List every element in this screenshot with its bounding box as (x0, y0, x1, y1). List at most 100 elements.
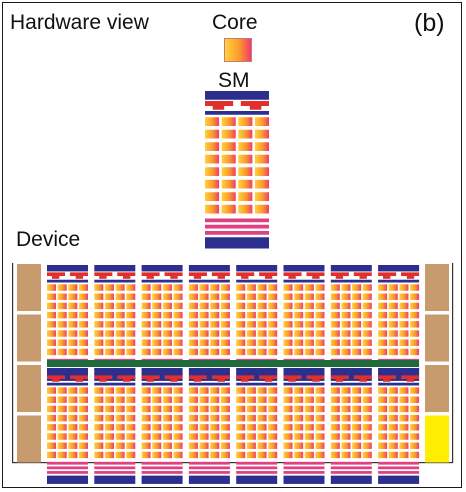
core (162, 442, 172, 449)
core (283, 451, 293, 459)
core (68, 348, 78, 356)
core (315, 302, 325, 310)
sm-scheduler-left (188, 272, 207, 277)
core (283, 339, 293, 346)
core (199, 387, 209, 394)
core (341, 311, 351, 319)
core (57, 348, 67, 356)
sm-scheduler-right (164, 272, 183, 277)
core (341, 424, 351, 431)
sm-instruction-cache (378, 265, 420, 272)
sm-register-file (47, 279, 88, 283)
core (57, 339, 67, 346)
sm-load-store (47, 461, 88, 465)
core (188, 339, 198, 346)
core (341, 293, 351, 300)
sm-dispatch-unit (288, 276, 296, 279)
sm-texture-unit (141, 372, 183, 381)
sm-dispatch-unit (335, 276, 344, 279)
core (57, 433, 67, 440)
core (410, 348, 420, 356)
core (188, 451, 198, 459)
core (362, 414, 372, 422)
core (78, 387, 88, 394)
core (341, 405, 351, 413)
sm-register-file (94, 279, 136, 283)
core (94, 348, 104, 356)
core (294, 396, 304, 403)
core (257, 302, 267, 310)
core (341, 330, 351, 337)
core (246, 433, 256, 440)
sm-block (141, 368, 183, 484)
sm-l1-cache (47, 471, 88, 474)
sm-scheduler-right (69, 375, 88, 380)
core (399, 387, 409, 394)
core (162, 330, 172, 337)
core (173, 302, 183, 310)
core (220, 405, 230, 413)
core (238, 179, 253, 189)
core (257, 396, 267, 403)
panel-label: (b) (414, 9, 445, 37)
core (199, 442, 209, 449)
core (378, 387, 388, 394)
core (78, 396, 88, 403)
core (115, 442, 125, 449)
sm-shared-memory (47, 466, 88, 470)
core (141, 414, 151, 422)
core (162, 311, 172, 319)
core (199, 293, 209, 300)
core (152, 302, 162, 310)
core (304, 321, 314, 328)
core (315, 433, 325, 440)
core (283, 396, 293, 403)
core (199, 405, 209, 413)
sm-scheduler-left (330, 375, 349, 380)
core (330, 433, 340, 440)
core (268, 348, 278, 356)
core (388, 451, 398, 459)
core (47, 330, 57, 337)
device-diagram (12, 263, 454, 484)
sm-texture-unit (283, 372, 325, 381)
core (221, 129, 236, 139)
core (205, 142, 220, 151)
core (220, 451, 230, 459)
sm-dispatch-unit (146, 379, 154, 382)
core (341, 451, 351, 459)
core (330, 405, 340, 413)
core (94, 387, 104, 394)
core (352, 451, 362, 459)
core (294, 339, 304, 346)
core (362, 321, 372, 328)
core (126, 321, 136, 328)
core (68, 424, 78, 431)
core (315, 321, 325, 328)
core (304, 396, 314, 403)
core (68, 302, 78, 310)
core (78, 302, 88, 310)
core (246, 293, 256, 300)
core (352, 405, 362, 413)
core (152, 433, 162, 440)
core (210, 284, 220, 291)
core (268, 293, 278, 300)
sm-instruction-cache (47, 265, 88, 272)
core (47, 442, 57, 449)
core (152, 339, 162, 346)
sm-scheduler-right (117, 375, 136, 380)
sm-dispatch-unit (288, 379, 296, 382)
core (236, 433, 246, 440)
sm-scheduler-left (94, 375, 113, 380)
core (173, 433, 183, 440)
core (162, 451, 172, 459)
sm-dispatch-unit (99, 379, 107, 382)
core (238, 204, 253, 214)
core (304, 414, 314, 422)
core (210, 433, 220, 440)
sm-l1-cache (94, 471, 136, 474)
core (162, 284, 172, 291)
core (126, 284, 136, 291)
core (68, 339, 78, 346)
